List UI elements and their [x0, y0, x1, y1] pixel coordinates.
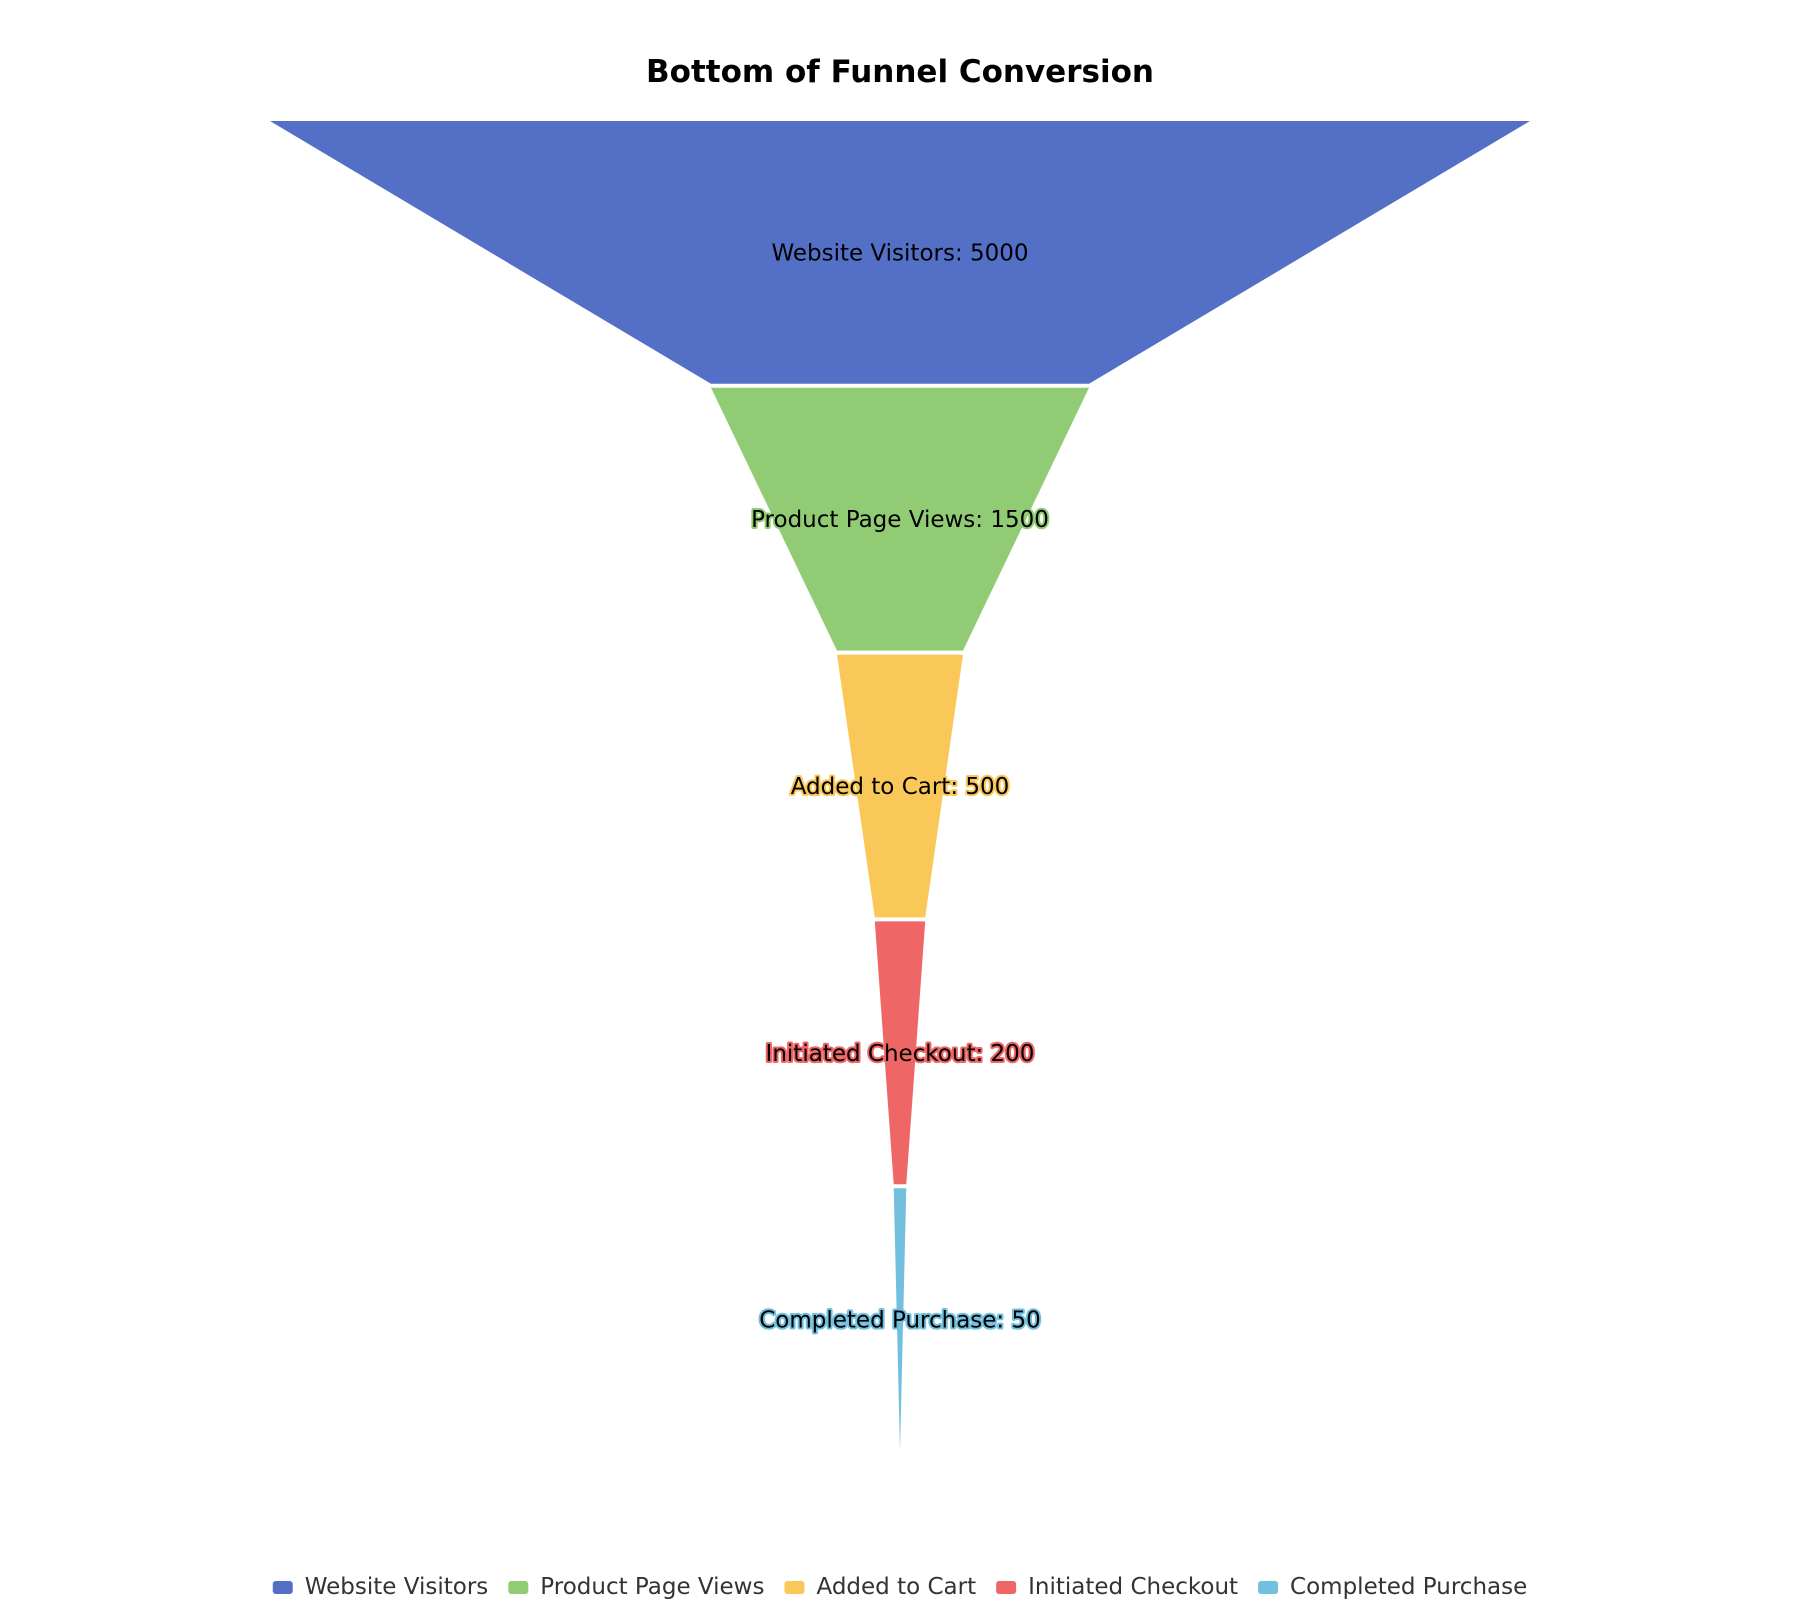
- legend-label: Completed Purchase: [1290, 1574, 1527, 1600]
- legend-item-initiated-checkout[interactable]: Initiated Checkout: [996, 1574, 1238, 1600]
- stage-label-product-page-views: Product Page Views: 1500: [751, 507, 1049, 533]
- funnel-stage-added-to-cart[interactable]: [837, 654, 963, 918]
- legend-swatch: [508, 1581, 529, 1594]
- legend-label: Website Visitors: [305, 1574, 489, 1600]
- legend-label: Added to Cart: [816, 1574, 976, 1600]
- legend-item-product-page-views[interactable]: Product Page Views: [508, 1574, 764, 1600]
- legend-swatch: [1258, 1581, 1279, 1594]
- funnel-stage-product-page-views[interactable]: [711, 387, 1089, 651]
- legend-item-completed-purchase[interactable]: Completed Purchase: [1258, 1574, 1527, 1600]
- funnel-stage-website-visitors[interactable]: [270, 121, 1530, 384]
- stage-label-completed-purchase: Completed Purchase: 50: [759, 1308, 1041, 1334]
- funnel-stage-completed-purchase[interactable]: [893, 1188, 907, 1451]
- stage-label-website-visitors: Website Visitors: 5000: [771, 240, 1028, 266]
- legend-swatch: [272, 1581, 293, 1594]
- funnel-stages: [270, 121, 1530, 1451]
- stage-label-added-to-cart: Added to Cart: 500: [791, 774, 1010, 800]
- chart-title: Bottom of Funnel Conversion: [646, 54, 1154, 90]
- legend-item-website-visitors[interactable]: Website Visitors: [272, 1574, 489, 1600]
- legend: Website Visitors Product Page Views Added …: [272, 1574, 1527, 1600]
- funnel-stage-initiated-checkout[interactable]: [874, 921, 926, 1185]
- legend-swatch: [784, 1581, 805, 1594]
- stage-label-initiated-checkout: Initiated Checkout: 200: [766, 1041, 1035, 1067]
- legend-item-added-to-cart[interactable]: Added to Cart: [784, 1574, 976, 1600]
- legend-swatch: [996, 1581, 1017, 1594]
- legend-label: Initiated Checkout: [1028, 1574, 1238, 1600]
- legend-label: Product Page Views: [540, 1574, 764, 1600]
